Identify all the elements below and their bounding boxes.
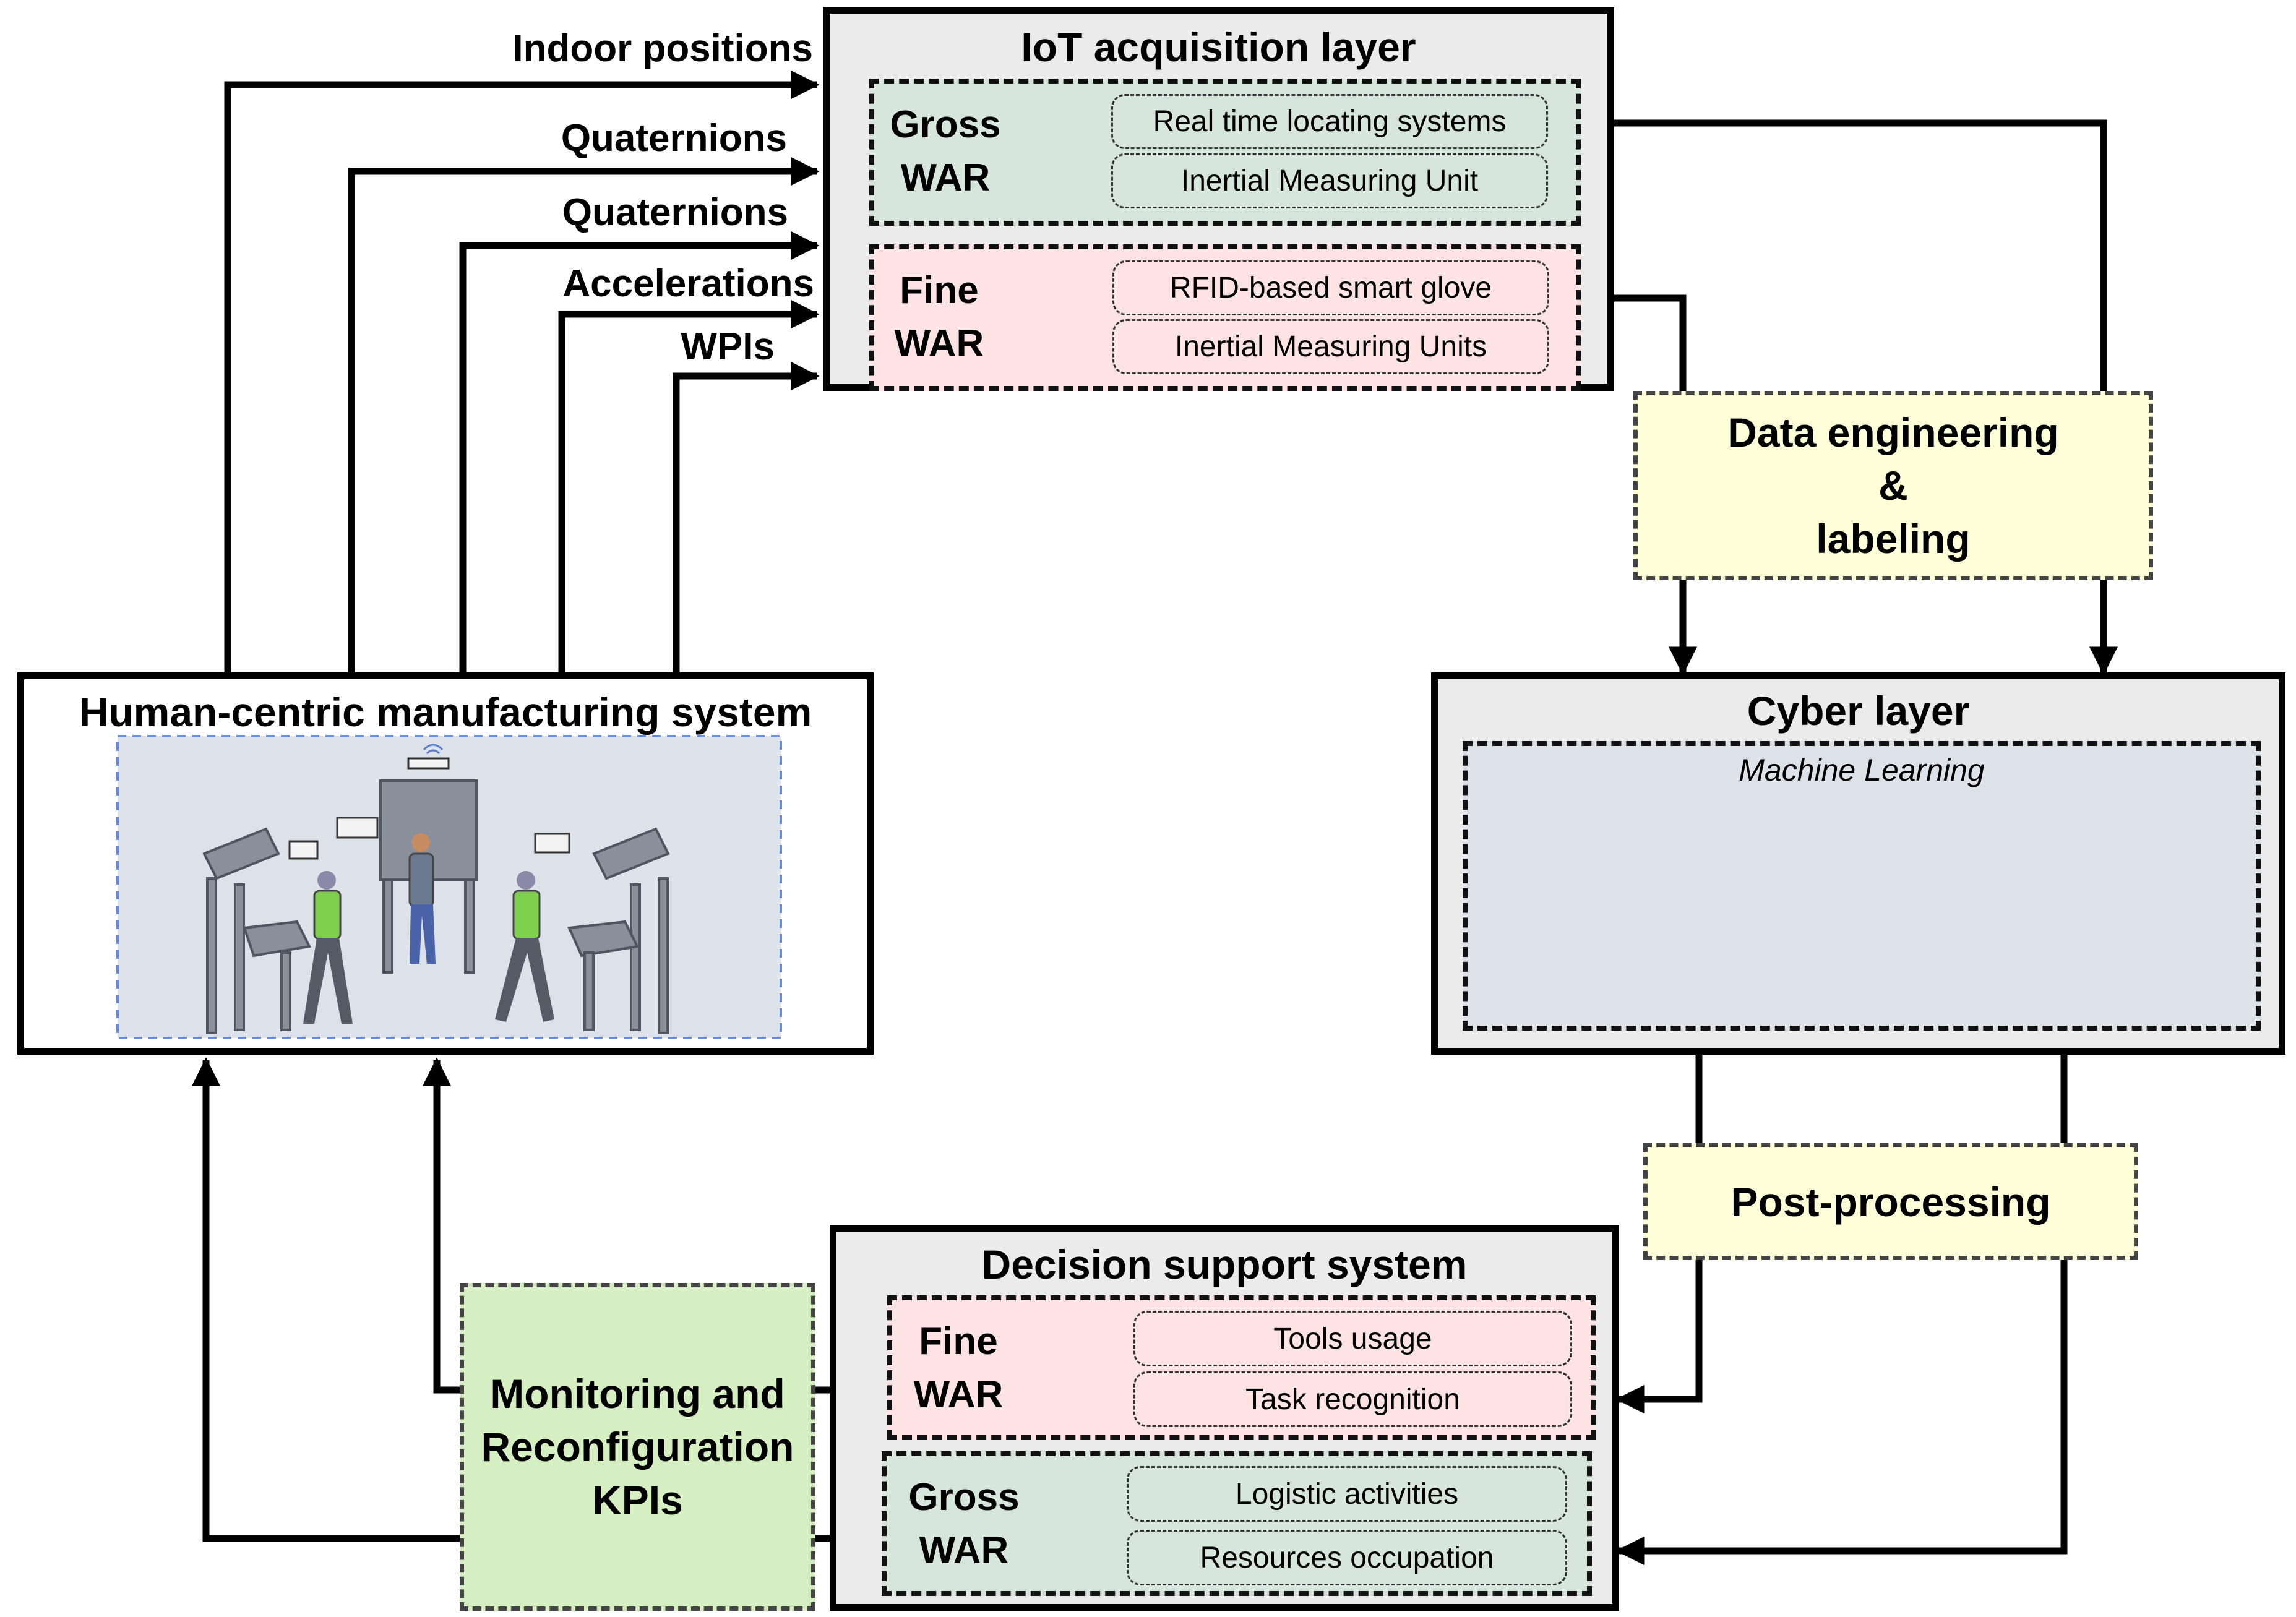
edge-label-quaternions-1: Quaternions [561, 117, 787, 160]
iot-gross-item-rtls: Real time locating systems [1111, 94, 1548, 149]
post-processing-box: Post-processing [1643, 1143, 2138, 1260]
manufacturing-system: Human-centric manufacturing system [17, 672, 874, 1055]
worker-figures [303, 833, 554, 1024]
iot-fine-war-label: Fine WAR [894, 269, 984, 365]
edge-post-to-fine [1615, 1260, 1703, 1414]
iot-gross-war-group: Gross WAR Real time locating systems Ine… [869, 79, 1581, 226]
dss-fine-war-label: Fine WAR [913, 1320, 1004, 1416]
machine-learning-label: Machine Learning [1739, 753, 1985, 787]
iot-fine-item-rfid-glove: RFID-based smart glove [1112, 260, 1549, 315]
iot-fine-war-group: Fine WAR RFID-based smart glove Inertial… [869, 244, 1581, 391]
edge-monitoring-to-manufacturing-1 [422, 1057, 460, 1394]
monitoring-kpis-box: Monitoring and Reconfiguration KPIs [460, 1283, 815, 1611]
edge-quaternions-2 [459, 231, 820, 674]
decision-support-title: Decision support system [981, 1242, 1468, 1287]
edge-accelerations [558, 299, 820, 674]
dss-gross-item-resources: Resources occupation [1127, 1530, 1567, 1585]
data-engineering-box: Data engineering & labeling [1633, 391, 2153, 580]
edge-label-wpis: WPIs [681, 325, 775, 368]
edge-post-to-gross [1615, 1260, 2068, 1566]
edge-label-accelerations: Accelerations [562, 262, 814, 305]
cyber-layer: Cyber layer Machine Learning [1431, 672, 2285, 1055]
dss-gross-war-label: Gross WAR [908, 1476, 1020, 1572]
wifi-icon [423, 744, 444, 755]
iot-fine-item-imus: Inertial Measuring Units [1112, 319, 1549, 374]
edge-quaternions-1 [348, 157, 820, 674]
dss-fine-item-task-recognition: Task recognition [1133, 1371, 1572, 1427]
edge-label-quaternions-2: Quaternions [562, 191, 788, 234]
edge-wpis [673, 361, 820, 674]
dss-fine-war-group: Fine WAR Tools usage Task recognition [887, 1295, 1596, 1440]
iot-gross-item-imu: Inertial Measuring Unit [1111, 153, 1548, 208]
dss-gross-war-group: Gross WAR Logistic activities Resources … [882, 1451, 1592, 1596]
manufacturing-system-title: Human-centric manufacturing system [79, 689, 812, 735]
edge-indoor-positions [224, 70, 820, 674]
machine-learning-panel: Machine Learning [1463, 741, 2261, 1031]
factory-workstation-illustration [116, 735, 782, 1039]
dss-gross-item-logistic: Logistic activities [1127, 1466, 1567, 1522]
iot-layer-title: IoT acquisition layer [1021, 24, 1416, 70]
iot-gross-war-label: Gross WAR [890, 103, 1001, 199]
edge-iot-to-data-engineering [1614, 294, 1687, 391]
edge-monitoring-to-manufacturing-2 [191, 1057, 460, 1542]
decision-support-system: Decision support system Fine WAR Tools u… [830, 1225, 1619, 1611]
cyber-layer-title: Cyber layer [1747, 688, 1970, 734]
iot-acquisition-layer: IoT acquisition layer Gross WAR Real tim… [823, 7, 1614, 391]
edge-label-indoor-positions: Indoor positions [512, 27, 813, 70]
dss-fine-item-tools-usage: Tools usage [1133, 1311, 1572, 1366]
